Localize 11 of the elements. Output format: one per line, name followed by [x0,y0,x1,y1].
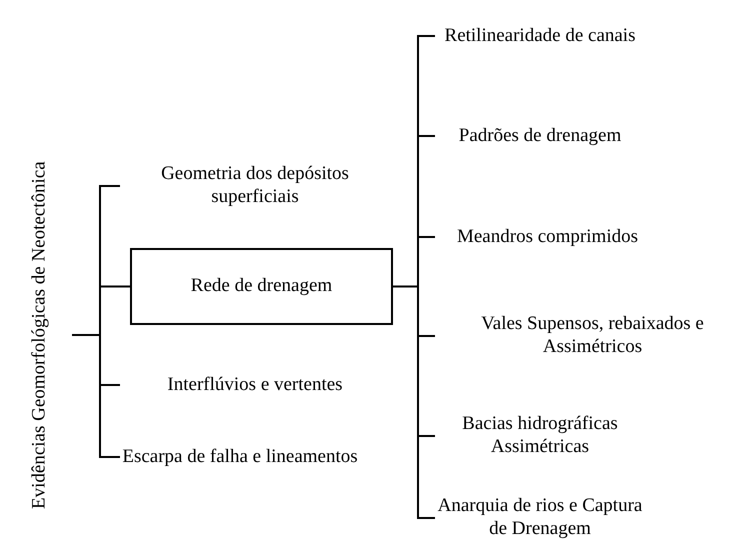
branch-label: Escarpa de falha e lineamentos [120,432,360,482]
branch-label: Anarquia de rios e Captura de Drenagem [435,492,645,544]
branch-label: Interflúvios e vertentes [120,372,390,398]
branch-label: Bacias hidrográficas Assimétricas [435,410,645,462]
branch-label: Geometria dos depósitos superficiais [120,160,390,212]
process-box: Rede de drenagem [130,248,393,325]
branch-label: Vales Supensos, rebaixados e Assimétricos [435,310,750,362]
branch-label: Padrões de drenagem [435,123,645,149]
vertical-heading: Evidências Geomorfológicas de Neotectônica [8,155,72,515]
branch-label: Meandros comprimidos [435,224,660,250]
branch-label: Retilinearidade de canais [435,10,645,62]
